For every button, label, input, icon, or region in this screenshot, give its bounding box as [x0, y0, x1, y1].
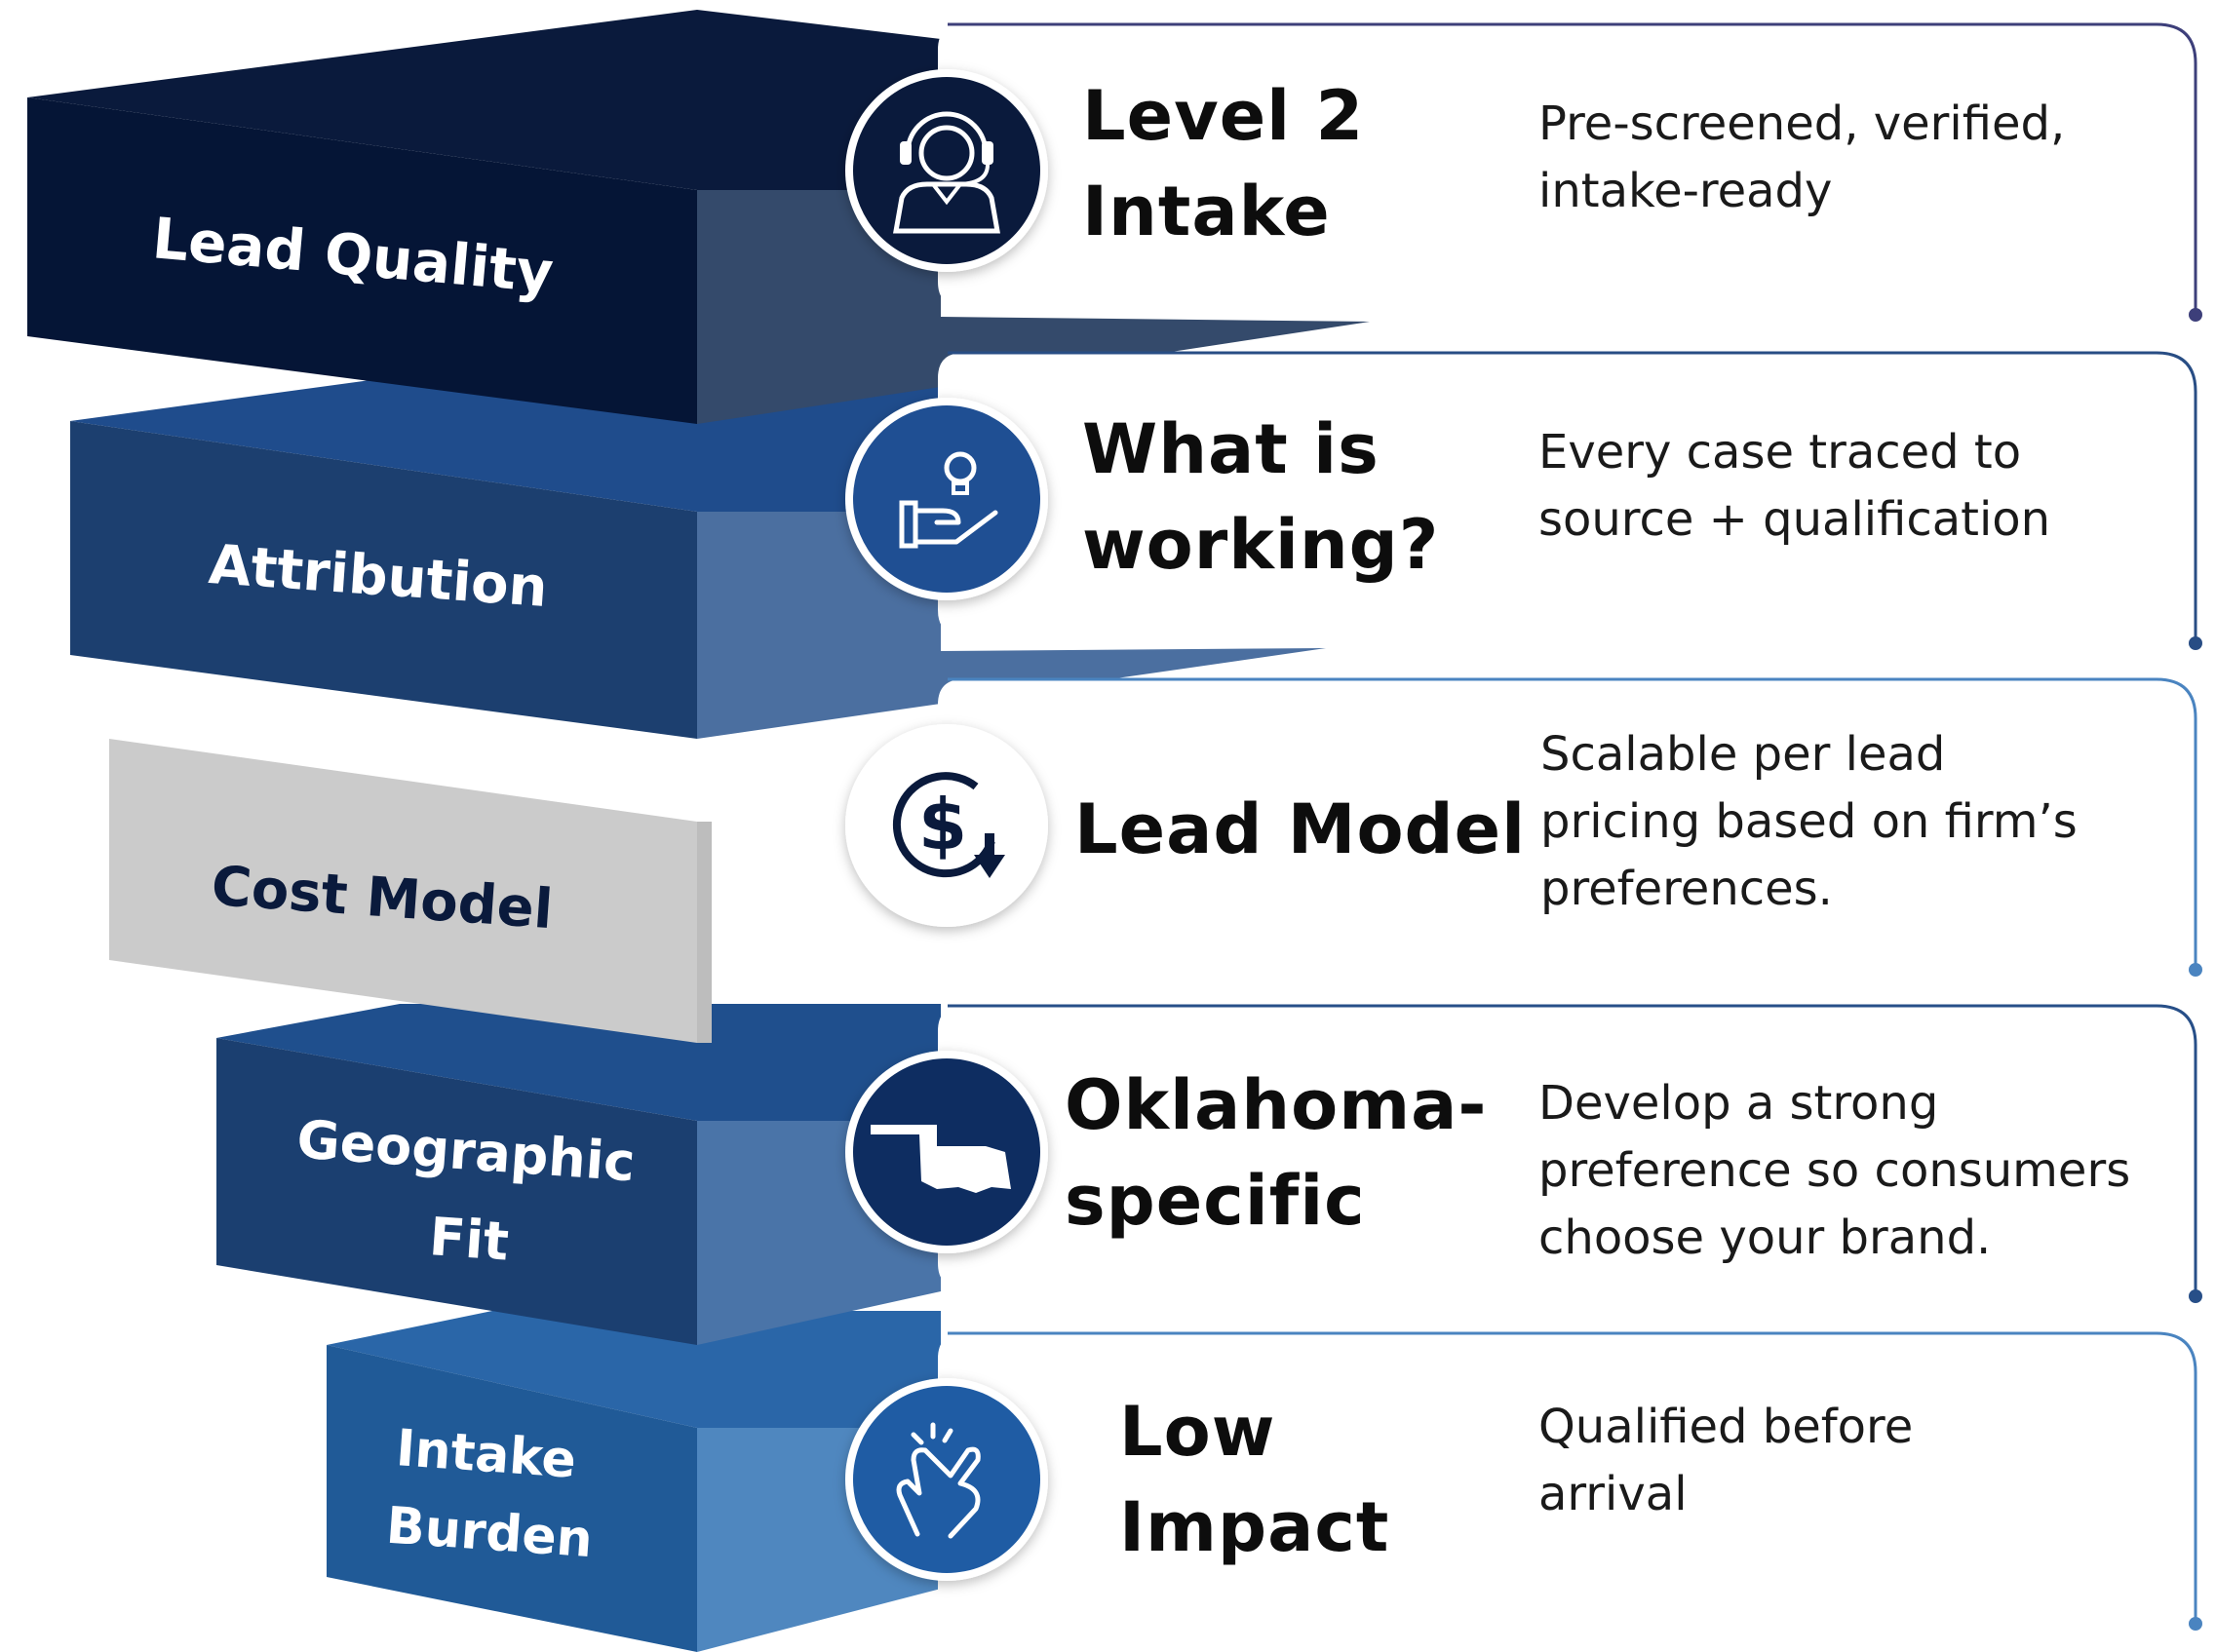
card-1 [845, 22, 2202, 322]
tier-front-face [27, 97, 697, 424]
card-title: Low Impact [1119, 1392, 1390, 1567]
connector-dot [2189, 963, 2202, 977]
card-description: Develop a strong preference so consumers… [1538, 1076, 2131, 1265]
tier-lead-quality: Lead Quality [27, 10, 1370, 424]
connector-dot [2189, 1617, 2202, 1631]
card-background [938, 1333, 2196, 1616]
tier-top-face [27, 10, 941, 190]
tier-intake-burden: Intake Burden [327, 1311, 941, 1652]
card-description: Every case traced to source + qualificat… [1538, 425, 2051, 547]
tier-geographic-fit: Geographic Fit [216, 1004, 941, 1345]
connector-dot [2189, 1289, 2202, 1303]
lightbulb-hand-icon [845, 398, 1048, 600]
card-background [938, 353, 2196, 635]
connector-dot [2189, 636, 2202, 650]
card-title: Oklahoma- specific [1065, 1065, 1488, 1241]
connector-line [948, 351, 2197, 643]
connector-line [948, 22, 2197, 315]
connector-dot [2189, 308, 2202, 322]
card-background [938, 1006, 2196, 1288]
tier-side-shadow [697, 822, 712, 1043]
tier-top-face [216, 1004, 941, 1121]
card-2 [845, 351, 2202, 650]
tier-front-face [216, 1038, 697, 1345]
tier-side-face [697, 190, 1370, 424]
tier-front-face [327, 1345, 697, 1652]
tier-cost-model: Cost Model [109, 739, 712, 1043]
tier-front-face [70, 421, 697, 739]
svg-text:$: $ [918, 784, 967, 865]
connector-line [948, 677, 2197, 970]
connector-line [948, 1004, 2197, 1296]
card-4 [845, 1004, 2202, 1303]
tier-top-face [327, 1311, 941, 1428]
dollar-cycle-icon: $ [845, 724, 1048, 927]
card-description: Qualified before arrival [1538, 1400, 1914, 1521]
card-description: Scalable per lead pricing based on firm’… [1540, 727, 2078, 916]
card-5 [845, 1331, 2202, 1631]
card-title: What is working? [1082, 409, 1440, 585]
oklahoma-map-icon [845, 1051, 1048, 1253]
card-background [938, 679, 2196, 962]
card-3: $ [845, 677, 2202, 977]
tier-front-face [109, 739, 697, 1043]
card-title: Level 2 Intake [1082, 76, 1365, 251]
tier-side-face [697, 512, 1326, 739]
connector-line [948, 1331, 2197, 1624]
card-title: Lead Model [1074, 789, 1527, 869]
snap-hand-icon [845, 1378, 1048, 1581]
tier-label: Intake Burden [384, 1419, 600, 1569]
card-description: Pre-screened, verified, intake-ready [1538, 96, 2066, 218]
card-background [938, 24, 2196, 307]
cards: $ [845, 22, 2202, 1631]
headset-agent-icon [845, 69, 1048, 272]
